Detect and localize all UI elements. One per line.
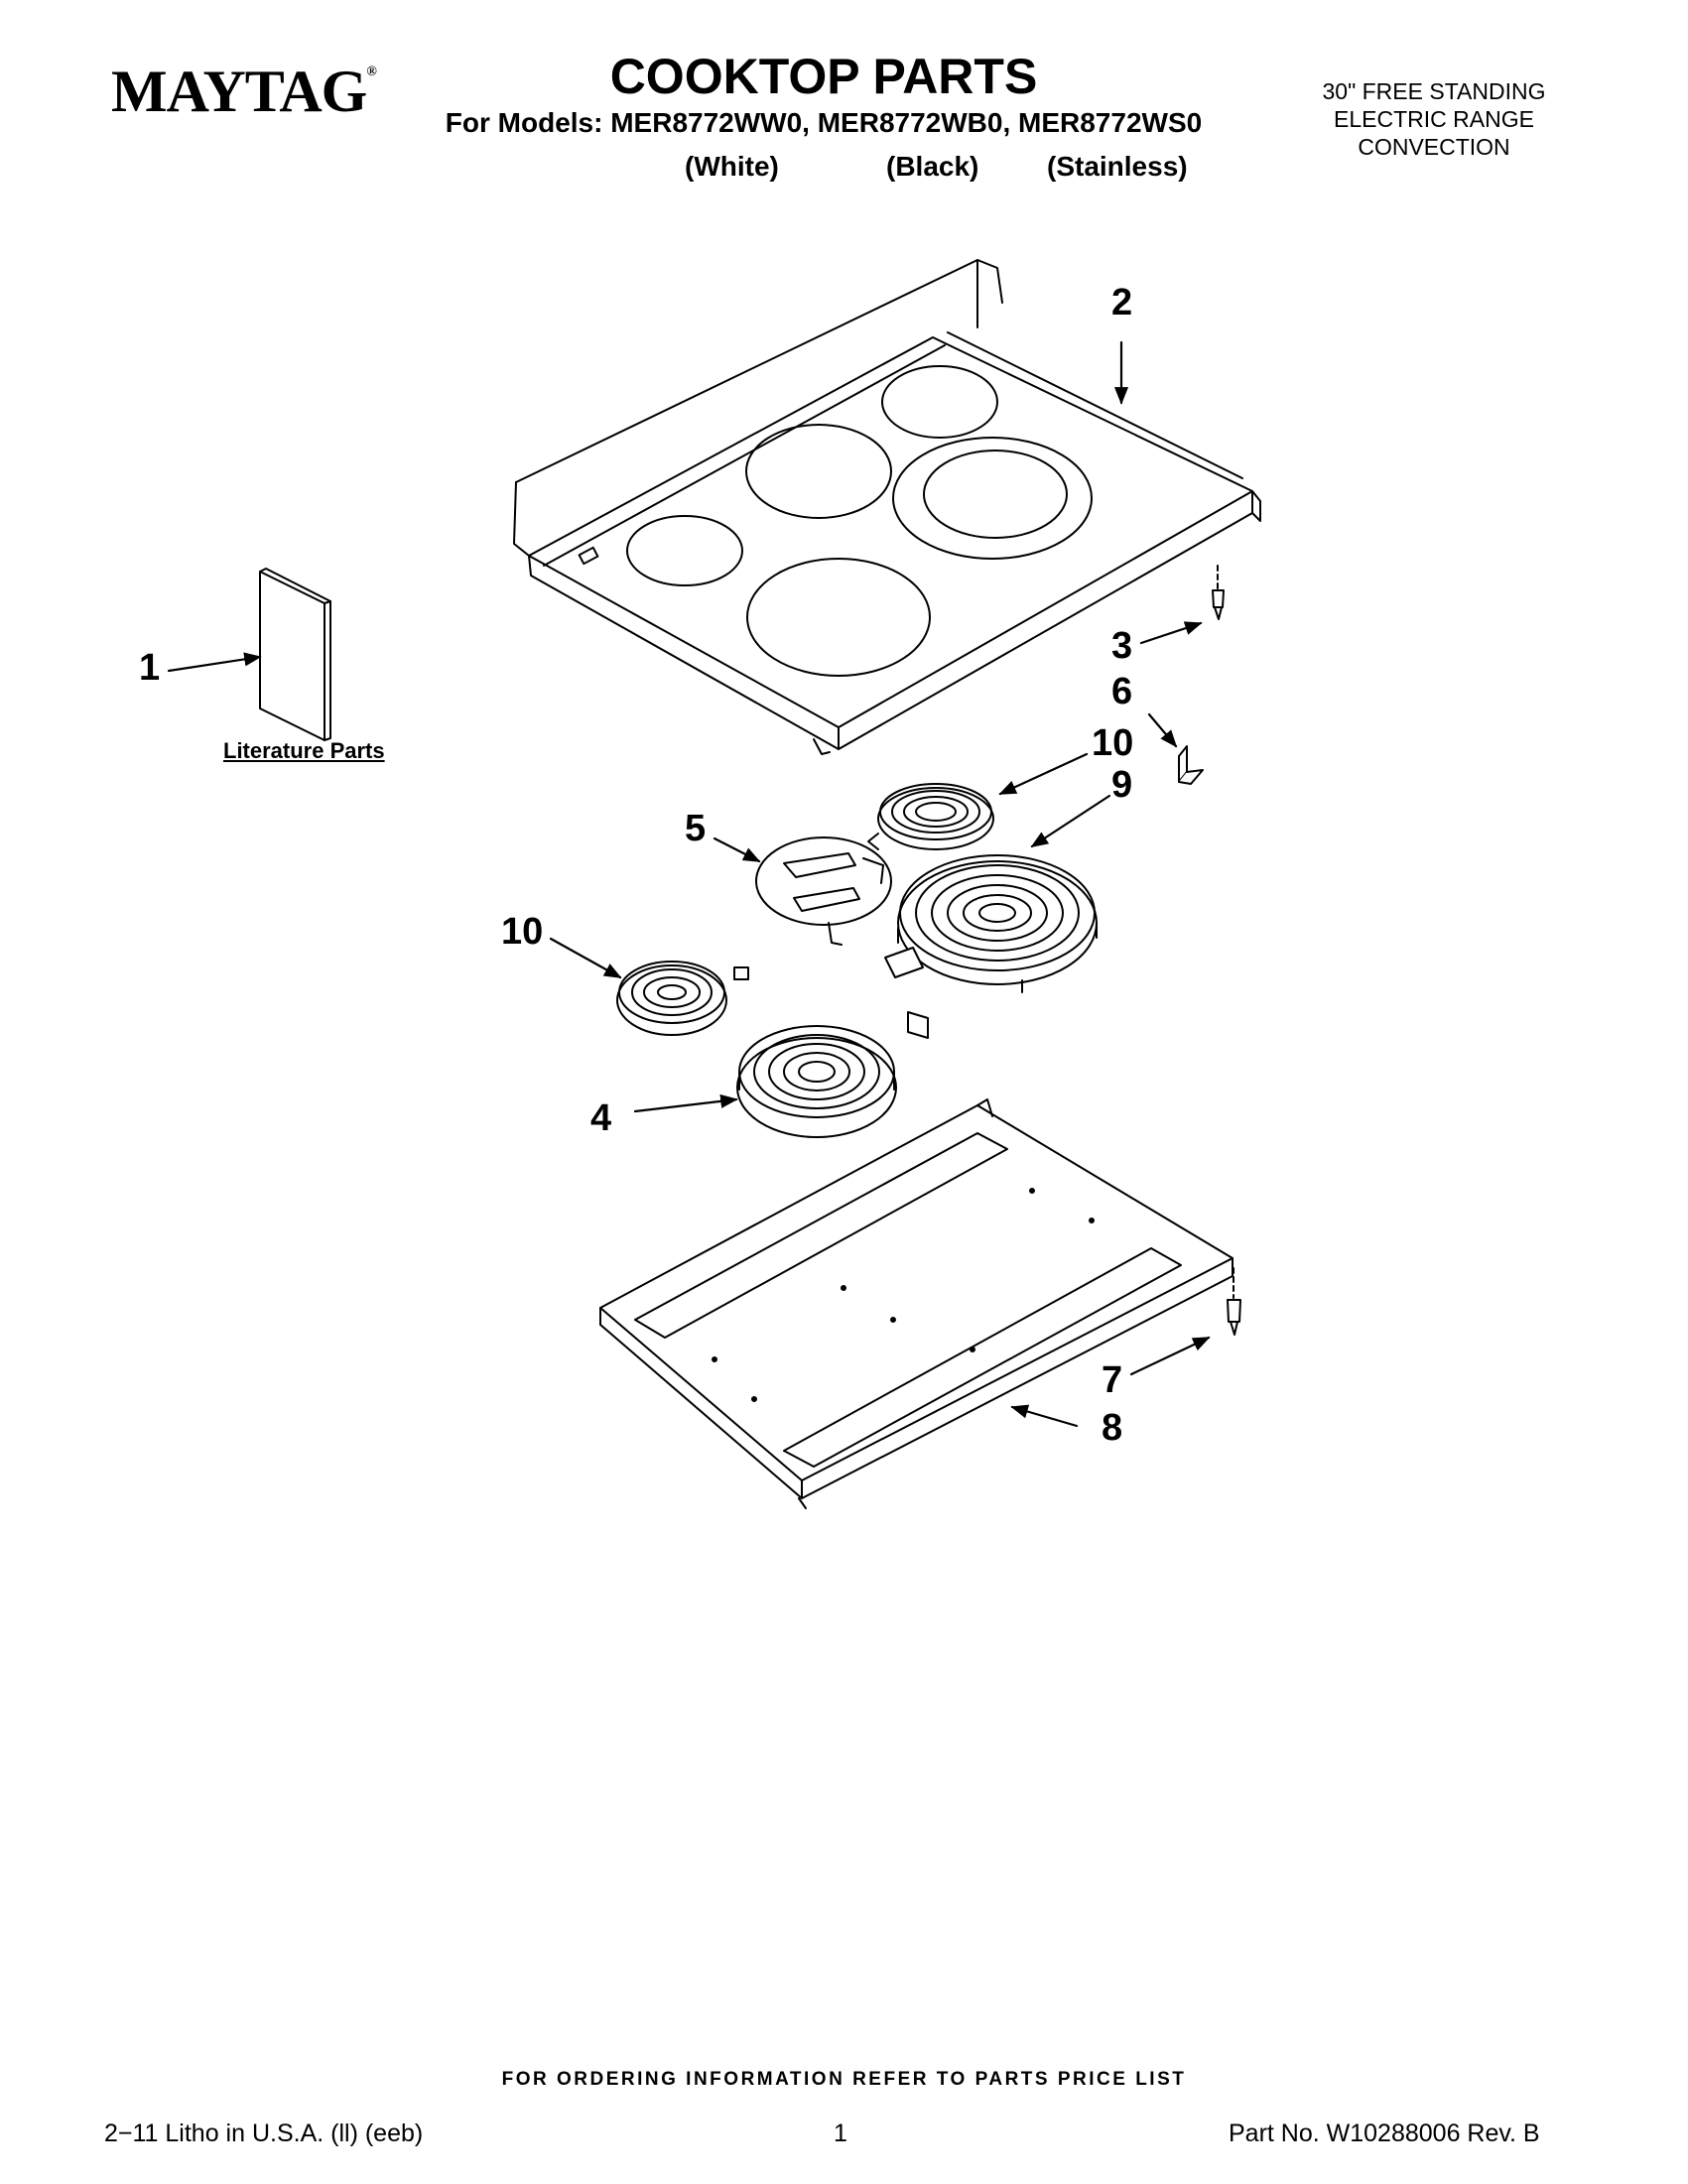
callout-8: 8: [1102, 1407, 1123, 1449]
arrow-8: [1010, 1404, 1079, 1428]
screw-part-3: [1212, 565, 1225, 620]
callout-5: 5: [685, 808, 707, 849]
litho-info: 2−11 Litho in U.S.A. (ll) (eeb): [104, 2120, 424, 2147]
product-line-3: CONVECTION: [1358, 134, 1510, 160]
part-number: Part No. W10288006 Rev. B: [1229, 2120, 1540, 2147]
brand-name: MAYTAG: [111, 59, 367, 124]
arrow-5: [713, 836, 761, 863]
variant-black: (Black): [886, 151, 979, 182]
arrow-4: [633, 1093, 738, 1113]
page-title: COOKTOP PARTS: [609, 49, 1038, 104]
element-part-10-upper: [867, 783, 994, 850]
callout-4: 4: [590, 1097, 612, 1139]
callout-3: 3: [1111, 625, 1133, 667]
element-part-9: [884, 854, 1098, 993]
element-part-4: [736, 1011, 929, 1138]
product-line-1: 30" FREE STANDING: [1322, 78, 1546, 104]
product-description: 30" FREE STANDING ELECTRIC RANGE CONVECT…: [1280, 77, 1588, 161]
product-line-2: ELECTRIC RANGE: [1334, 106, 1534, 132]
callout-1: 1: [139, 647, 161, 689]
arrow-9: [1030, 794, 1111, 848]
arrow-10-lower: [549, 937, 622, 979]
registered-mark: ®: [366, 64, 377, 79]
callout-2: 2: [1111, 282, 1133, 323]
arrow-3: [1139, 621, 1203, 645]
callout-7: 7: [1102, 1359, 1123, 1401]
page-number: 1: [834, 2120, 847, 2147]
arrow-6: [1147, 712, 1178, 748]
models-line: For Models: MER8772WW0, MER8772WB0, MER8…: [445, 107, 1203, 138]
callout-6: 6: [1111, 671, 1133, 712]
ordering-note: FOR ORDERING INFORMATION REFER TO PARTS …: [501, 2069, 1187, 2090]
arrow-10-upper: [998, 752, 1089, 796]
arrow-1: [167, 652, 262, 673]
brand-logo: MAYTAG®: [111, 59, 377, 124]
variant-stainless: (Stainless): [1047, 151, 1188, 182]
burner-box-part-8: [599, 1098, 1234, 1509]
cooktop-glass-top: [513, 259, 1261, 755]
arrow-7: [1129, 1336, 1211, 1376]
literature-parts-label: Literature Parts: [223, 738, 385, 763]
callout-9: 9: [1111, 764, 1133, 806]
element-part-10-lower: [616, 961, 749, 1036]
screw-part-7: [1227, 1267, 1241, 1336]
literature-booklet: [259, 568, 331, 741]
clip-part-6: [1178, 745, 1204, 785]
variant-white: (White): [685, 151, 779, 182]
callout-arrows: [167, 340, 1211, 1428]
callout-10-lower: 10: [501, 911, 544, 953]
plate-part-5: [755, 836, 892, 946]
callout-10-upper: 10: [1092, 722, 1134, 764]
